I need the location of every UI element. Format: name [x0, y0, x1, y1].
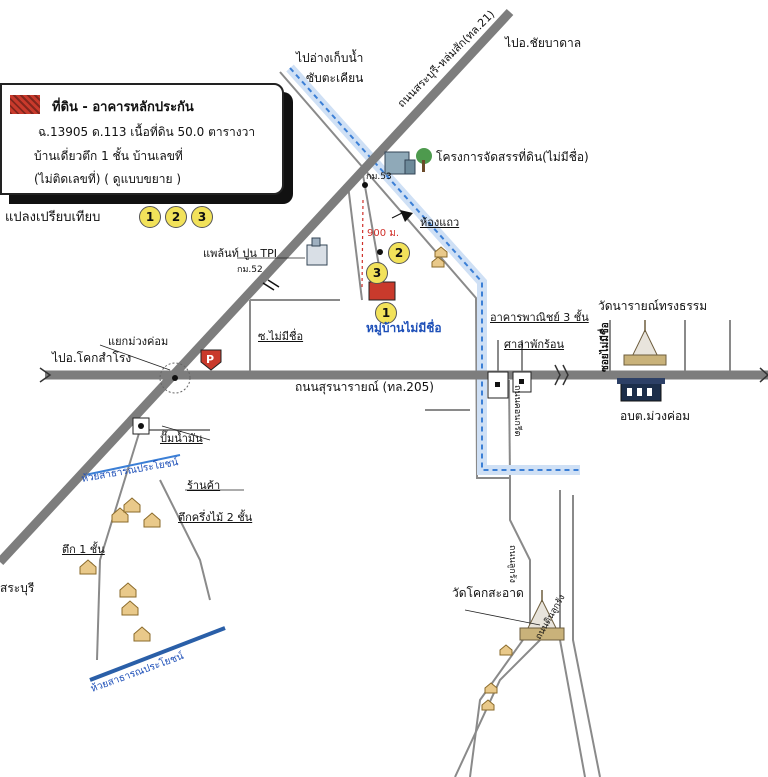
road-break	[554, 364, 561, 386]
house-icon	[119, 582, 137, 598]
label-tpi-plant: แพล้นท์ ปูน TPI	[203, 247, 277, 260]
label-wat-songtham: วัดนารายณ์ทรงธรรม	[598, 299, 708, 313]
label-saraburi: สระบุรี	[0, 581, 35, 595]
arrow-west	[39, 367, 52, 383]
house-icon	[499, 644, 513, 656]
label-building-1: ตึก 1 ชั้น	[62, 543, 105, 556]
legend-line2: บ้านเดี่ยวตึก 1 ชั้น บ้านเลขที่	[34, 149, 183, 163]
rowhouse-marker	[400, 210, 413, 222]
house-icon	[481, 699, 495, 711]
leader-khoksaat	[464, 609, 541, 626]
label-highway21: ถนนสระบุรี-หล่มสัก(ทล.21)	[395, 8, 497, 110]
label-village: หมู่บ้านไม่มีชื่อ	[366, 321, 442, 335]
legend-line1: ฉ.13905 ด.113 เนื้อที่ดิน 50.0 ตารางวา	[38, 125, 256, 139]
highway-21	[0, 8, 514, 566]
label-land-project: โครงการจัดสรรที่ดิน(ไม่มีชื่อ)	[436, 150, 589, 164]
comparison-marker-2: 2	[165, 206, 187, 228]
label-reservoir-2: ซับตะเคียน	[306, 71, 364, 85]
label-soi-unnamed: ซอยไม่มีชื่อ	[597, 322, 611, 372]
temple-icon-songtham	[623, 320, 667, 366]
land-project-icon	[384, 148, 432, 175]
house-icon	[434, 246, 448, 258]
house-icon	[79, 559, 97, 575]
label-to-khoksamrong: ไปอ.โคกสำโรง	[52, 351, 132, 365]
house-icon	[143, 512, 161, 528]
junction-dot	[172, 375, 178, 381]
svg-text:P: P	[206, 353, 214, 366]
label-half-wood: ตึกครึ่งไม้ 2 ชั้น	[178, 511, 253, 524]
property-swatch	[10, 95, 40, 114]
road-creek-west	[96, 429, 141, 661]
tpi-plant-icon	[306, 237, 328, 266]
junction-circle	[159, 362, 191, 394]
marker-3: 3	[366, 262, 388, 284]
road-lane-east	[279, 71, 531, 777]
comparison-marker-3: 3	[191, 206, 213, 228]
label-lateral-road: ถนนลูกรัง	[507, 545, 517, 583]
marker-2: 2	[388, 242, 410, 264]
label-distance: 900 ม.	[367, 228, 400, 239]
label-concrete-road: ถนนคอนกรีต	[512, 385, 523, 437]
distance-line	[361, 199, 364, 291]
top-right-blank	[698, 0, 768, 26]
road-break-2	[562, 364, 569, 386]
parking-sign-icon: P	[200, 349, 222, 371]
house-icon	[123, 497, 141, 513]
road-south-east-2	[572, 495, 601, 777]
label-gas-station: ปั๊มน้ำมัน	[160, 432, 203, 445]
marker-1: 1	[375, 302, 397, 324]
label-obt: อบต.ม่วงค่อม	[620, 409, 691, 423]
label-junction: แยกม่วงค่อม	[108, 335, 169, 348]
label-rowhouse: ห้องแถว	[420, 216, 460, 229]
creek-upper	[84, 454, 181, 476]
road-village-west	[347, 184, 363, 301]
comparison-legend: แปลงเปรียบเทียบ	[5, 206, 100, 227]
dot-2	[377, 249, 383, 255]
road-south-west	[454, 639, 541, 777]
label-km52: กม.52	[237, 265, 263, 275]
comparison-marker-1: 1	[139, 206, 161, 228]
comparison-label: แปลงเปรียบเทียบ	[5, 210, 101, 225]
property-parcel	[368, 281, 396, 301]
house-icon	[121, 600, 139, 616]
road-lane-concrete	[508, 379, 511, 479]
label-reservoir-1: ไปอ่างเก็บน้ำ	[296, 51, 364, 65]
house-icon	[484, 682, 498, 694]
temple-icon-khoksaat	[519, 590, 565, 641]
arrow-east	[759, 367, 768, 383]
label-wat-khoksaat: วัดโคกสะอาด	[452, 586, 524, 600]
legend-line3: (ไม่ติดเลขที่) ( ดูแบบขยาย )	[34, 172, 182, 186]
dot-km53	[362, 182, 368, 188]
label-unnamed-soi: ซ.ไม่มีชื่อ	[258, 330, 304, 343]
label-commercial: อาคารพาณิชย์ 3 ชั้น	[490, 311, 589, 324]
label-km53: กม.53	[366, 172, 392, 182]
house-icon	[431, 256, 445, 268]
label-creek-lower: ห้วยสาธารณประโยชน์	[89, 649, 186, 695]
leader-junction	[99, 344, 171, 371]
label-suranarai-rd: ถนนสุรนารายณ์ (ทล.205)	[295, 380, 434, 394]
leader-gas	[161, 425, 211, 441]
road-creek-east	[159, 479, 211, 601]
creek-lower	[89, 626, 226, 682]
legend-box: ที่ดิน - อาคารหลักประกัน ฉ.13905 ด.113 เ…	[0, 83, 284, 195]
legend-title: ที่ดิน - อาคารหลักประกัน	[52, 100, 194, 115]
label-shop: ร้านค้า	[187, 479, 221, 492]
house-icon	[133, 626, 151, 642]
label-to-chaibadan: ไปอ.ชัยบาดาล	[505, 36, 582, 50]
obt-building-icon	[617, 378, 665, 402]
label-pavilion: ศาลาพักร้อน	[504, 338, 565, 351]
